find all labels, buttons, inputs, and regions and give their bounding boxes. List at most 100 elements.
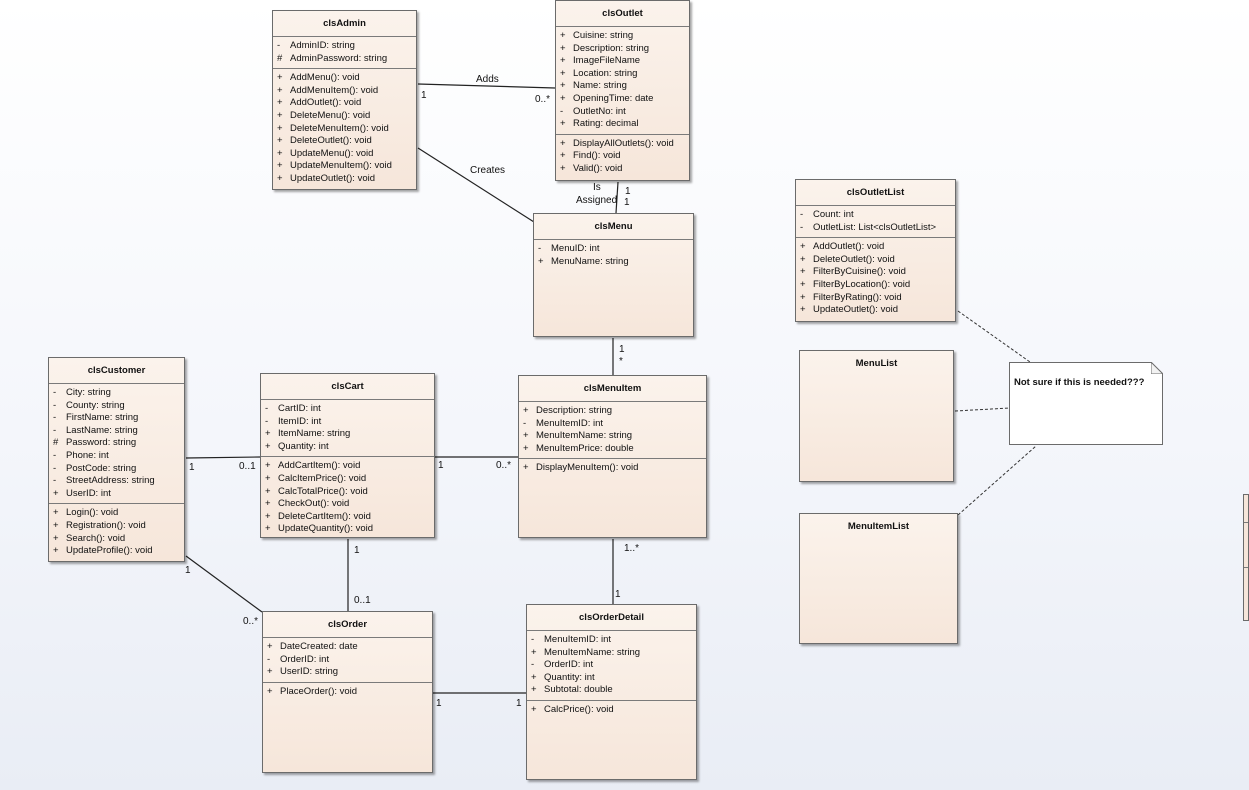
- operation-row[interactable]: +CalcTotalPrice(): void: [261, 486, 434, 499]
- attribute-text: MenuItemName: string: [544, 646, 641, 658]
- operation-row[interactable]: +DeleteCartItem(): void: [261, 511, 434, 524]
- operation-row[interactable]: +DeleteOutlet(): void: [273, 135, 416, 148]
- attribute-row[interactable]: -Phone: int: [49, 450, 184, 463]
- operation-row[interactable]: +AddMenuItem(): void: [273, 85, 416, 98]
- attribute-row[interactable]: +MenuItemName: string: [527, 647, 696, 660]
- attribute-row[interactable]: -OrderID: int: [527, 659, 696, 672]
- note-box[interactable]: Not sure if this is needed???: [1009, 362, 1163, 445]
- class-clsCart[interactable]: clsCart-CartID: int-ItemID: int+ItemName…: [260, 373, 435, 538]
- attribute-row[interactable]: #AdminPassword: string: [273, 53, 416, 66]
- assoc-customer-order-src-mult: 1: [185, 565, 191, 576]
- attribute-row[interactable]: -PostCode: string: [49, 463, 184, 476]
- attribute-row[interactable]: +UserID: string: [263, 666, 432, 679]
- operation-row[interactable]: +PlaceOrder(): void: [263, 686, 432, 699]
- attribute-row[interactable]: -ItemID: int: [261, 416, 434, 429]
- operation-row[interactable]: +UpdateQuantity(): void: [261, 523, 434, 536]
- attribute-row[interactable]: +Quantity: int: [261, 441, 434, 454]
- attribute-text: County: string: [66, 399, 125, 411]
- attribute-row[interactable]: -City: string: [49, 387, 184, 400]
- attribute-row[interactable]: +MenuItemName: string: [519, 430, 706, 443]
- visibility-marker: +: [800, 253, 806, 265]
- attribute-row[interactable]: +Rating: decimal: [556, 118, 689, 131]
- operation-row[interactable]: +UpdateOutlet(): void: [796, 304, 955, 317]
- attribute-row[interactable]: #Password: string: [49, 437, 184, 450]
- attribute-row[interactable]: -MenuID: int: [534, 243, 693, 256]
- attribute-row[interactable]: +Subtotal: double: [527, 684, 696, 697]
- class-MenuList[interactable]: MenuList: [799, 350, 954, 482]
- attribute-row[interactable]: -StreetAddress: string: [49, 475, 184, 488]
- attribute-text: AdminPassword: string: [290, 52, 388, 64]
- operation-row[interactable]: +AddOutlet(): void: [273, 97, 416, 110]
- attribute-row[interactable]: +MenuName: string: [534, 256, 693, 269]
- attribute-row[interactable]: +OpeningTime: date: [556, 93, 689, 106]
- attribute-row[interactable]: +Cuisine: string: [556, 30, 689, 43]
- attribute-row[interactable]: +MenuItemPrice: double: [519, 443, 706, 456]
- attribute-row[interactable]: -OutletNo: int: [556, 106, 689, 119]
- operation-row[interactable]: +AddOutlet(): void: [796, 241, 955, 254]
- attribute-row[interactable]: -CartID: int: [261, 403, 434, 416]
- class-clsOrderDetail[interactable]: clsOrderDetail-MenuItemID: int+MenuItemN…: [526, 604, 697, 780]
- attribute-row[interactable]: -FirstName: string: [49, 412, 184, 425]
- operation-row[interactable]: +FilterByCuisine(): void: [796, 266, 955, 279]
- attribute-row[interactable]: -Count: int: [796, 209, 955, 222]
- operation-row[interactable]: +CheckOut(): void: [261, 498, 434, 511]
- operation-row[interactable]: +AddCartItem(): void: [261, 460, 434, 473]
- operation-row[interactable]: +FilterByRating(): void: [796, 292, 955, 305]
- class-clsCustomer[interactable]: clsCustomer-City: string-County: string-…: [48, 357, 185, 562]
- operation-row[interactable]: +DeleteMenu(): void: [273, 110, 416, 123]
- operation-row[interactable]: +UpdateOutlet(): void: [273, 173, 416, 186]
- operation-row[interactable]: +AddMenu(): void: [273, 72, 416, 85]
- attribute-row[interactable]: -County: string: [49, 400, 184, 413]
- visibility-marker: +: [800, 278, 806, 290]
- attribute-row[interactable]: +Location: string: [556, 68, 689, 81]
- class-clsOrder[interactable]: clsOrder+DateCreated: date-OrderID: int+…: [262, 611, 433, 773]
- attribute-row[interactable]: +DateCreated: date: [263, 641, 432, 654]
- attribute-text: UserID: int: [66, 487, 111, 499]
- class-name: clsCustomer: [87, 365, 146, 376]
- attribute-row[interactable]: +ItemName: string: [261, 428, 434, 441]
- attribute-row[interactable]: +ImageFileName: [556, 55, 689, 68]
- operation-row[interactable]: +Login(): void: [49, 507, 184, 520]
- attribute-row[interactable]: +Description: string: [556, 43, 689, 56]
- operation-row[interactable]: +UpdateMenu(): void: [273, 148, 416, 161]
- operation-row[interactable]: +DisplayMenuItem(): void: [519, 462, 706, 475]
- class-name: clsMenuItem: [583, 383, 642, 394]
- visibility-marker: +: [53, 532, 59, 544]
- operation-row[interactable]: +Search(): void: [49, 533, 184, 546]
- operation-row[interactable]: +Valid(): void: [556, 163, 689, 176]
- operation-row[interactable]: +Registration(): void: [49, 520, 184, 533]
- attribute-text: Description: string: [536, 405, 613, 416]
- operation-row[interactable]: +DisplayAllOutlets(): void: [556, 138, 689, 151]
- class-offscreen-partial[interactable]: [1243, 494, 1249, 621]
- operation-row[interactable]: +DeleteMenuItem(): void: [273, 123, 416, 136]
- attribute-row[interactable]: -LastName: string: [49, 425, 184, 438]
- attribute-text: MenuName: string: [551, 255, 629, 267]
- attribute-row[interactable]: -MenuItemID: int: [527, 634, 696, 647]
- visibility-marker: +: [531, 684, 537, 696]
- operation-row[interactable]: +UpdateMenuItem(): void: [273, 160, 416, 173]
- operation-text: AddMenu(): void: [290, 72, 360, 84]
- attribute-row[interactable]: -OutletList: List<clsOutletList>: [796, 222, 955, 235]
- assoc-customer-cart-dst-mult: 0..1: [239, 461, 256, 472]
- attribute-row[interactable]: +Description: string: [519, 405, 706, 418]
- operation-row[interactable]: +Find(): void: [556, 150, 689, 163]
- class-clsOutletList[interactable]: clsOutletList-Count: int-OutletList: Lis…: [795, 179, 956, 322]
- operation-row[interactable]: +FilterByLocation(): void: [796, 279, 955, 292]
- class-clsOutlet[interactable]: clsOutlet+Cuisine: string+Description: s…: [555, 0, 690, 181]
- attribute-row[interactable]: +UserID: int: [49, 488, 184, 501]
- operation-row[interactable]: +UpdateProfile(): void: [49, 545, 184, 558]
- attribute-row[interactable]: -AdminID: string: [273, 40, 416, 53]
- attribute-row[interactable]: -OrderID: int: [263, 654, 432, 667]
- operation-row[interactable]: +CalcItemPrice(): void: [261, 473, 434, 486]
- class-clsMenuItem[interactable]: clsMenuItem +Description: string-MenuItem…: [518, 375, 707, 538]
- operation-row[interactable]: + DeleteOutlet(): void: [796, 254, 955, 267]
- attribute-row[interactable]: -MenuItemID: int: [519, 418, 706, 431]
- operation-row[interactable]: +CalcPrice(): void: [527, 704, 696, 717]
- class-clsMenu[interactable]: clsMenu-MenuID: int+MenuName: string: [533, 213, 694, 337]
- attribute-row[interactable]: +Name: string: [556, 80, 689, 93]
- operation-text: DeleteOutlet(): void: [813, 253, 895, 265]
- attribute-row[interactable]: +Quantity: int: [527, 672, 696, 685]
- class-clsAdmin[interactable]: clsAdmin-AdminID: string#AdminPassword: …: [272, 10, 417, 190]
- class-MenuItemList[interactable]: MenuItemList: [799, 513, 958, 644]
- attributes-compartment: -City: string-County: string-FirstName: …: [49, 383, 184, 503]
